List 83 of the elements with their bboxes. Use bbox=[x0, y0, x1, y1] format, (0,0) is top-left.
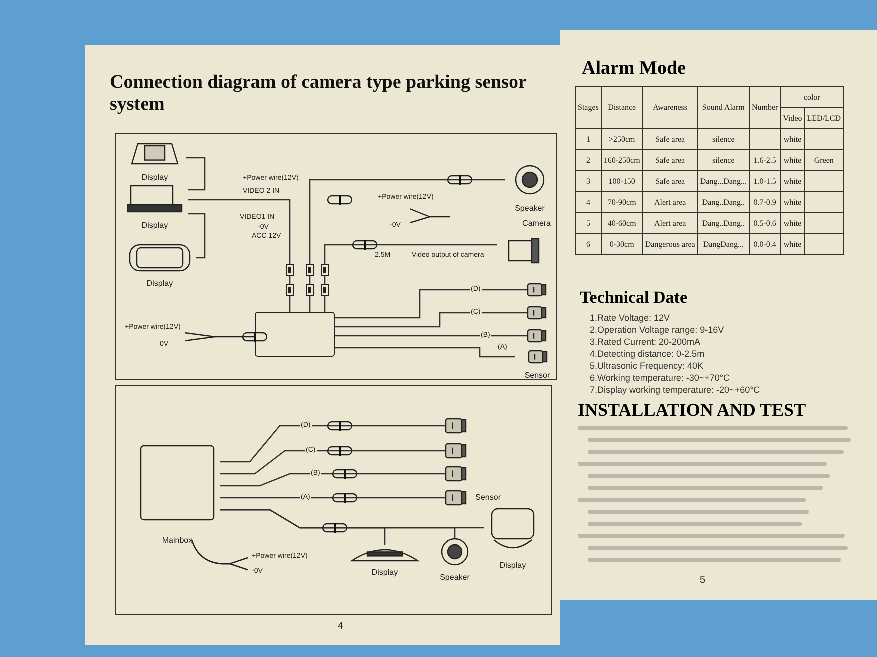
header-cell: Distance bbox=[601, 86, 643, 128]
device-label: Display bbox=[146, 280, 174, 288]
spec-item: 7.Display working temperature: -20~+60°C bbox=[590, 384, 760, 396]
device-label: Speaker bbox=[514, 205, 546, 213]
data-cell: 70-90cm bbox=[601, 192, 643, 212]
data-cell: 0.0-0.4 bbox=[749, 234, 781, 254]
data-cell: 160-250cm bbox=[601, 150, 643, 170]
header-cell: Sound Alarm bbox=[698, 86, 750, 128]
cable-line bbox=[324, 244, 497, 312]
data-cell: 2 bbox=[576, 150, 602, 170]
cable-line bbox=[188, 213, 206, 259]
device-label: Sensor bbox=[524, 372, 552, 380]
header-cell: Video bbox=[780, 108, 805, 128]
data-cell: DangDang... bbox=[698, 234, 750, 254]
header-cell: Number bbox=[749, 86, 781, 128]
data-cell: Dang..Dang.. bbox=[698, 212, 750, 234]
data-cell: white bbox=[780, 150, 805, 170]
device-label: Display bbox=[370, 569, 400, 577]
data-cell: 0.7-0.9 bbox=[749, 192, 781, 212]
data-cell: Dang...Dang... bbox=[698, 170, 750, 192]
cable-line bbox=[335, 312, 527, 328]
data-cell: Safe area bbox=[642, 170, 698, 192]
cable-line bbox=[220, 497, 445, 499]
spec-item: 1.Rate Voltage: 12V bbox=[590, 312, 672, 324]
diagram-title: Connection diagram of camera type parking sensor system bbox=[110, 72, 528, 116]
device-label: Display bbox=[498, 562, 528, 570]
cable-line bbox=[220, 473, 445, 487]
section-heading: INSTALLATION AND TEST bbox=[578, 400, 806, 421]
data-cell: silence bbox=[698, 128, 750, 150]
data-cell: 1.6-2.5 bbox=[749, 150, 781, 170]
data-cell: Green bbox=[804, 150, 844, 170]
spec-item: 2.Operation Voltage range: 9-16V bbox=[590, 324, 726, 336]
page-number: 4 bbox=[338, 622, 344, 632]
cable-line bbox=[220, 450, 445, 475]
spec-item: 3.Rated Current: 20-200mA bbox=[590, 336, 702, 348]
cable-line bbox=[188, 199, 291, 312]
data-cell: 1.0-1.5 bbox=[749, 170, 781, 192]
device-label: Sensor bbox=[476, 494, 501, 502]
data-cell: 6 bbox=[576, 234, 602, 254]
data-cell: 0.5-0.6 bbox=[749, 212, 781, 234]
header-cell: Awareness bbox=[642, 86, 698, 128]
data-cell: 40-60cm bbox=[601, 212, 643, 234]
data-cell: white bbox=[780, 192, 805, 212]
data-cell: 100-150 bbox=[601, 170, 643, 192]
data-cell: Safe area bbox=[642, 128, 698, 150]
data-cell: silence bbox=[698, 150, 750, 170]
device-label: Speaker bbox=[439, 574, 471, 582]
data-cell: 0-30cm bbox=[601, 234, 643, 254]
cable-line bbox=[335, 335, 527, 337]
device-label: Display bbox=[140, 174, 170, 182]
page-number: 5 bbox=[700, 575, 706, 586]
header-cell: Stages bbox=[576, 86, 602, 128]
data-cell: 1 bbox=[576, 128, 602, 150]
data-cell: >250cm bbox=[601, 128, 643, 150]
data-cell: Dang..Dang.. bbox=[698, 192, 750, 212]
data-cell: 4 bbox=[576, 192, 602, 212]
cable-line bbox=[220, 425, 445, 463]
section-heading: Technical Date bbox=[580, 288, 688, 308]
device-label: Camera bbox=[522, 220, 551, 228]
header-cell: LED/LCD bbox=[804, 108, 844, 128]
cable-line bbox=[220, 509, 456, 538]
data-cell: Dangerous area bbox=[642, 234, 698, 254]
spec-item: 5.Ultrasonic Frequency: 40K bbox=[590, 360, 705, 372]
cable-line bbox=[309, 179, 505, 312]
cable-line bbox=[186, 157, 206, 191]
data-cell: Alert area bbox=[642, 192, 698, 212]
data-cell: 5 bbox=[576, 212, 602, 234]
data-cell: 3 bbox=[576, 170, 602, 192]
data-cell: white bbox=[780, 212, 805, 234]
data-cell: Alert area bbox=[642, 212, 698, 234]
control-box bbox=[255, 312, 335, 357]
device-label: Display bbox=[140, 222, 170, 230]
spec-item: 6.Working temperature: -30~+70°C bbox=[590, 372, 732, 384]
data-cell: white bbox=[780, 234, 805, 254]
header-cell: color bbox=[780, 86, 844, 108]
cable-line bbox=[335, 289, 527, 319]
section-heading: Alarm Mode bbox=[582, 58, 686, 80]
device-label: Mainbox bbox=[161, 537, 194, 545]
cable-line bbox=[335, 347, 515, 358]
data-cell: white bbox=[780, 170, 805, 192]
data-cell: white bbox=[780, 128, 805, 150]
data-cell: Safe area bbox=[642, 150, 698, 170]
spec-item: 4.Detecting distance: 0-2.5m bbox=[590, 348, 706, 360]
